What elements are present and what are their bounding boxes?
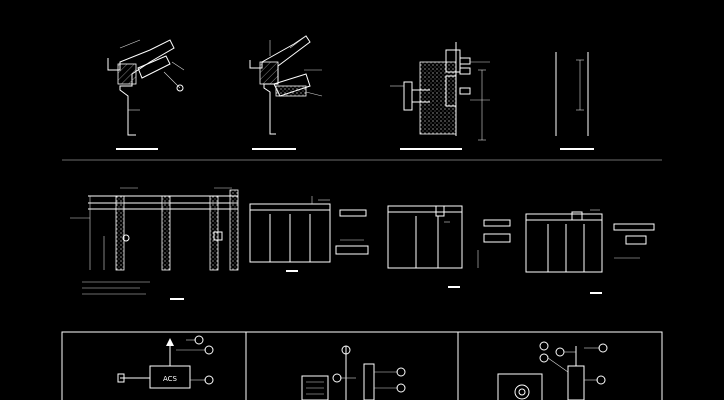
detail-section-1 [107, 39, 185, 150]
elevation-wall-sections [70, 187, 239, 300]
control-panel-right [497, 341, 608, 400]
detail-section-3 [390, 42, 490, 150]
control-panel-left: ACS [117, 335, 214, 389]
elevation-sliding-door-2 [387, 205, 511, 288]
detail-section-4 [555, 52, 594, 150]
elevation-sliding-door-3 [525, 209, 655, 294]
detail-section-2 [249, 35, 323, 150]
acs-controller-label: ACS [163, 375, 178, 383]
elevation-sliding-door-1 [249, 196, 369, 272]
control-schematic-frame [61, 331, 663, 400]
control-panel-middle [301, 345, 406, 400]
